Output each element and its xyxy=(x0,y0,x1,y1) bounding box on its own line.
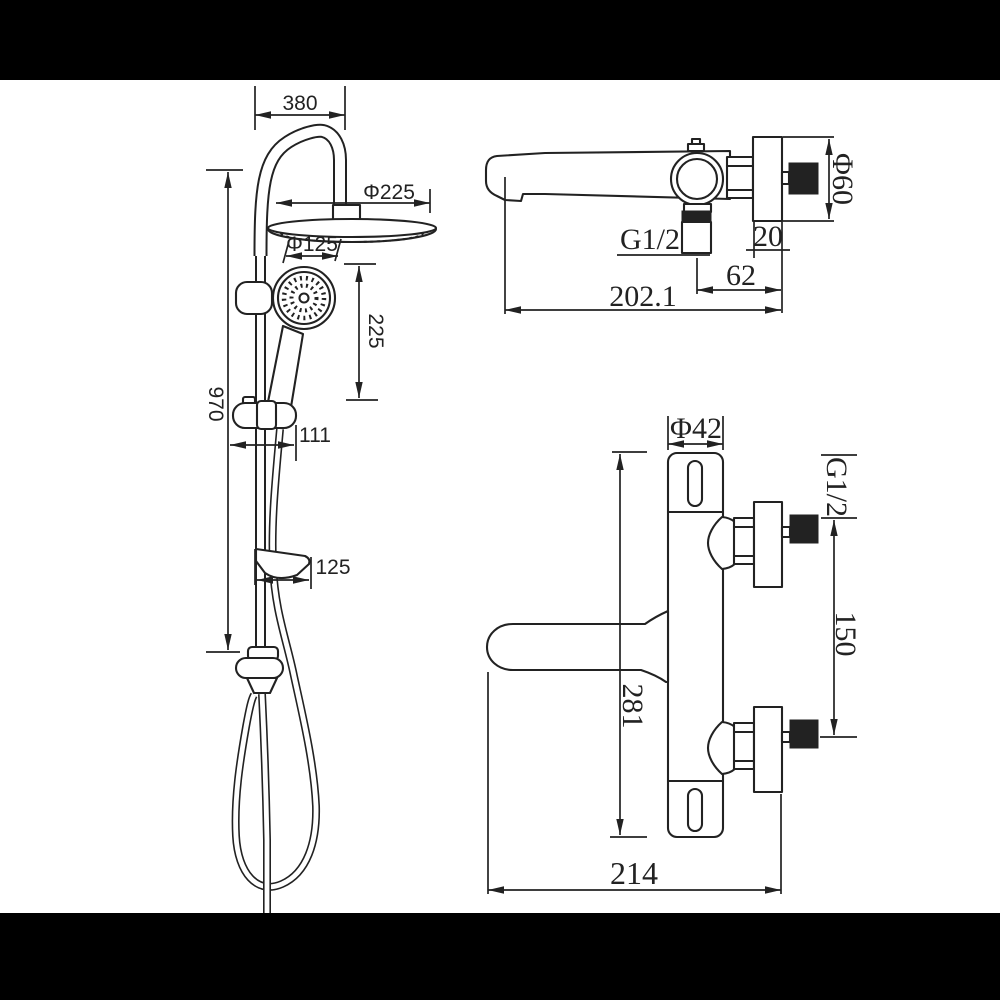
dim-wall-offset-label: 62 xyxy=(726,259,756,292)
dim-soap-dish-width-label: 125 xyxy=(315,556,350,579)
spray-face-inner-ring xyxy=(289,283,319,313)
spout-body xyxy=(484,149,732,203)
dim-body-height: 281 xyxy=(610,451,649,838)
shower-column-view: 380 Φ225 Φ125 225 970 111 xyxy=(204,86,438,916)
union-nut xyxy=(725,155,755,200)
dim-hand-shower-diameter: Φ125 xyxy=(282,233,342,264)
letterbox-top-bar xyxy=(0,0,1000,80)
valve-body xyxy=(666,451,725,839)
dim-spout-length: 202.1 xyxy=(504,177,781,314)
escutcheon-plate xyxy=(752,500,784,589)
dim-rain-head-diameter-label: Φ225 xyxy=(363,181,415,204)
spray-face-outer-ring xyxy=(281,275,327,321)
dim-slider-offset: 111 xyxy=(230,424,331,461)
dim-inlet-spacing-label: 150 xyxy=(829,612,862,657)
hand-shower-holder xyxy=(234,280,274,316)
dim-top-width: 380 xyxy=(254,86,346,130)
hose-connector-cone xyxy=(245,676,279,695)
dim-inlet-thread: G1/2 xyxy=(820,454,857,519)
dim-body-diameter-label: Φ42 xyxy=(670,412,722,445)
dim-wall-offset: 62 xyxy=(696,258,781,294)
dim-hand-shower-diameter-label: Φ125 xyxy=(286,233,338,256)
escutcheon-plate xyxy=(751,135,784,223)
dim-top-width-label: 380 xyxy=(282,92,317,115)
dim-outlet-thread: G1/2 xyxy=(617,223,710,256)
dim-outlet-thread-label: G1/2 xyxy=(620,223,680,256)
outlet-thread-band xyxy=(681,210,712,223)
bottom-outlet xyxy=(680,202,713,255)
dim-overall-width: 214 xyxy=(487,672,782,894)
dim-rain-head-diameter: Φ225 xyxy=(276,181,431,213)
threaded-tail-pipe xyxy=(788,162,819,195)
dim-inlet-spacing: 150 xyxy=(820,520,862,738)
dim-soap-dish-width: 125 xyxy=(254,549,351,589)
paper-background xyxy=(0,80,1000,913)
top-handle-slot xyxy=(686,459,704,508)
soap-dish xyxy=(254,547,311,580)
letterbox-bottom-bar xyxy=(0,913,1000,1000)
mixer-valve-front-view: Φ42 G1/2 150 281 214 xyxy=(485,412,862,894)
dim-column-height: 970 xyxy=(204,169,243,653)
spray-nozzle-texture xyxy=(280,232,424,243)
diverter-dial xyxy=(669,137,725,207)
wall-union xyxy=(725,135,819,223)
union-nut xyxy=(732,516,756,566)
dim-escutcheon-diameter-label: Φ60 xyxy=(826,153,859,205)
tub-spout-side-view: G1/2 20 62 202.1 Φ60 xyxy=(484,135,859,314)
dim-hand-shower-drop-label: 225 xyxy=(364,313,387,348)
dim-body-height-label: 281 xyxy=(616,684,649,729)
dim-body-diameter: Φ42 xyxy=(667,412,724,450)
hand-shower xyxy=(266,265,337,409)
slider-holder xyxy=(231,395,298,431)
dim-slider-offset-label: 111 xyxy=(299,424,331,447)
dim-overall-width-label: 214 xyxy=(610,855,658,891)
bottom-handle-slot xyxy=(686,787,704,833)
dim-escutcheon-depth-label: 20 xyxy=(753,220,783,253)
dim-column-height-label: 970 xyxy=(204,386,227,421)
inlet-connector xyxy=(706,500,819,589)
dim-escutcheon-depth: 20 xyxy=(746,220,790,313)
rain-shower-head xyxy=(266,203,438,244)
dim-escutcheon-diameter: Φ60 xyxy=(783,136,859,222)
dim-spout-length-label: 202.1 xyxy=(609,280,677,313)
dim-hand-shower-drop: 225 xyxy=(344,263,387,401)
shower-arm xyxy=(253,123,347,257)
dim-inlet-thread-label: G1/2 xyxy=(820,457,853,517)
threaded-inlet-pipe xyxy=(789,514,819,544)
bottom-wall-bracket xyxy=(234,645,285,695)
